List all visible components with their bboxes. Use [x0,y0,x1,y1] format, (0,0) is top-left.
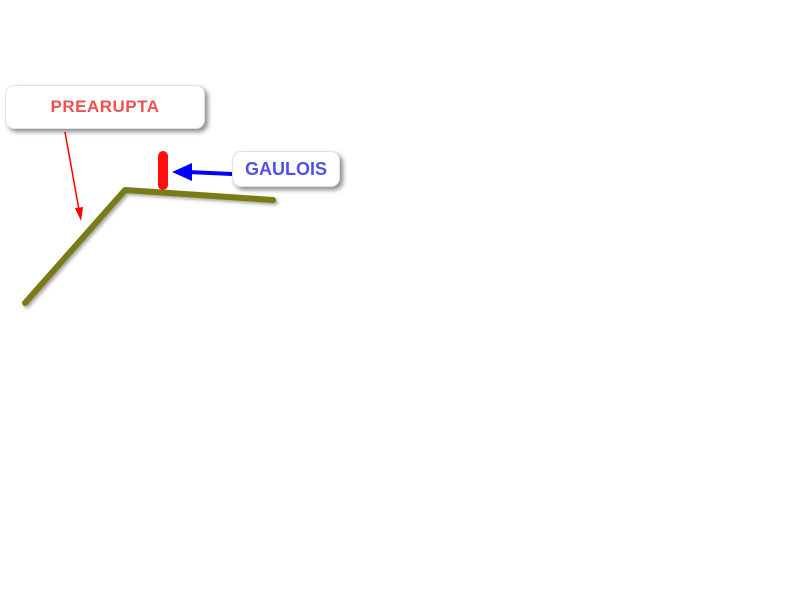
gaulois-arrow [172,163,234,181]
route-line [22,187,276,306]
prearupta-label: PREARUPTA [5,85,205,129]
prearupta-label-text: PREARUPTA [50,97,160,116]
prearupta-arrow [64,131,83,221]
gaulois-label-text: GAULOIS [244,158,327,179]
gaulois-label: GAULOIS [232,151,340,187]
